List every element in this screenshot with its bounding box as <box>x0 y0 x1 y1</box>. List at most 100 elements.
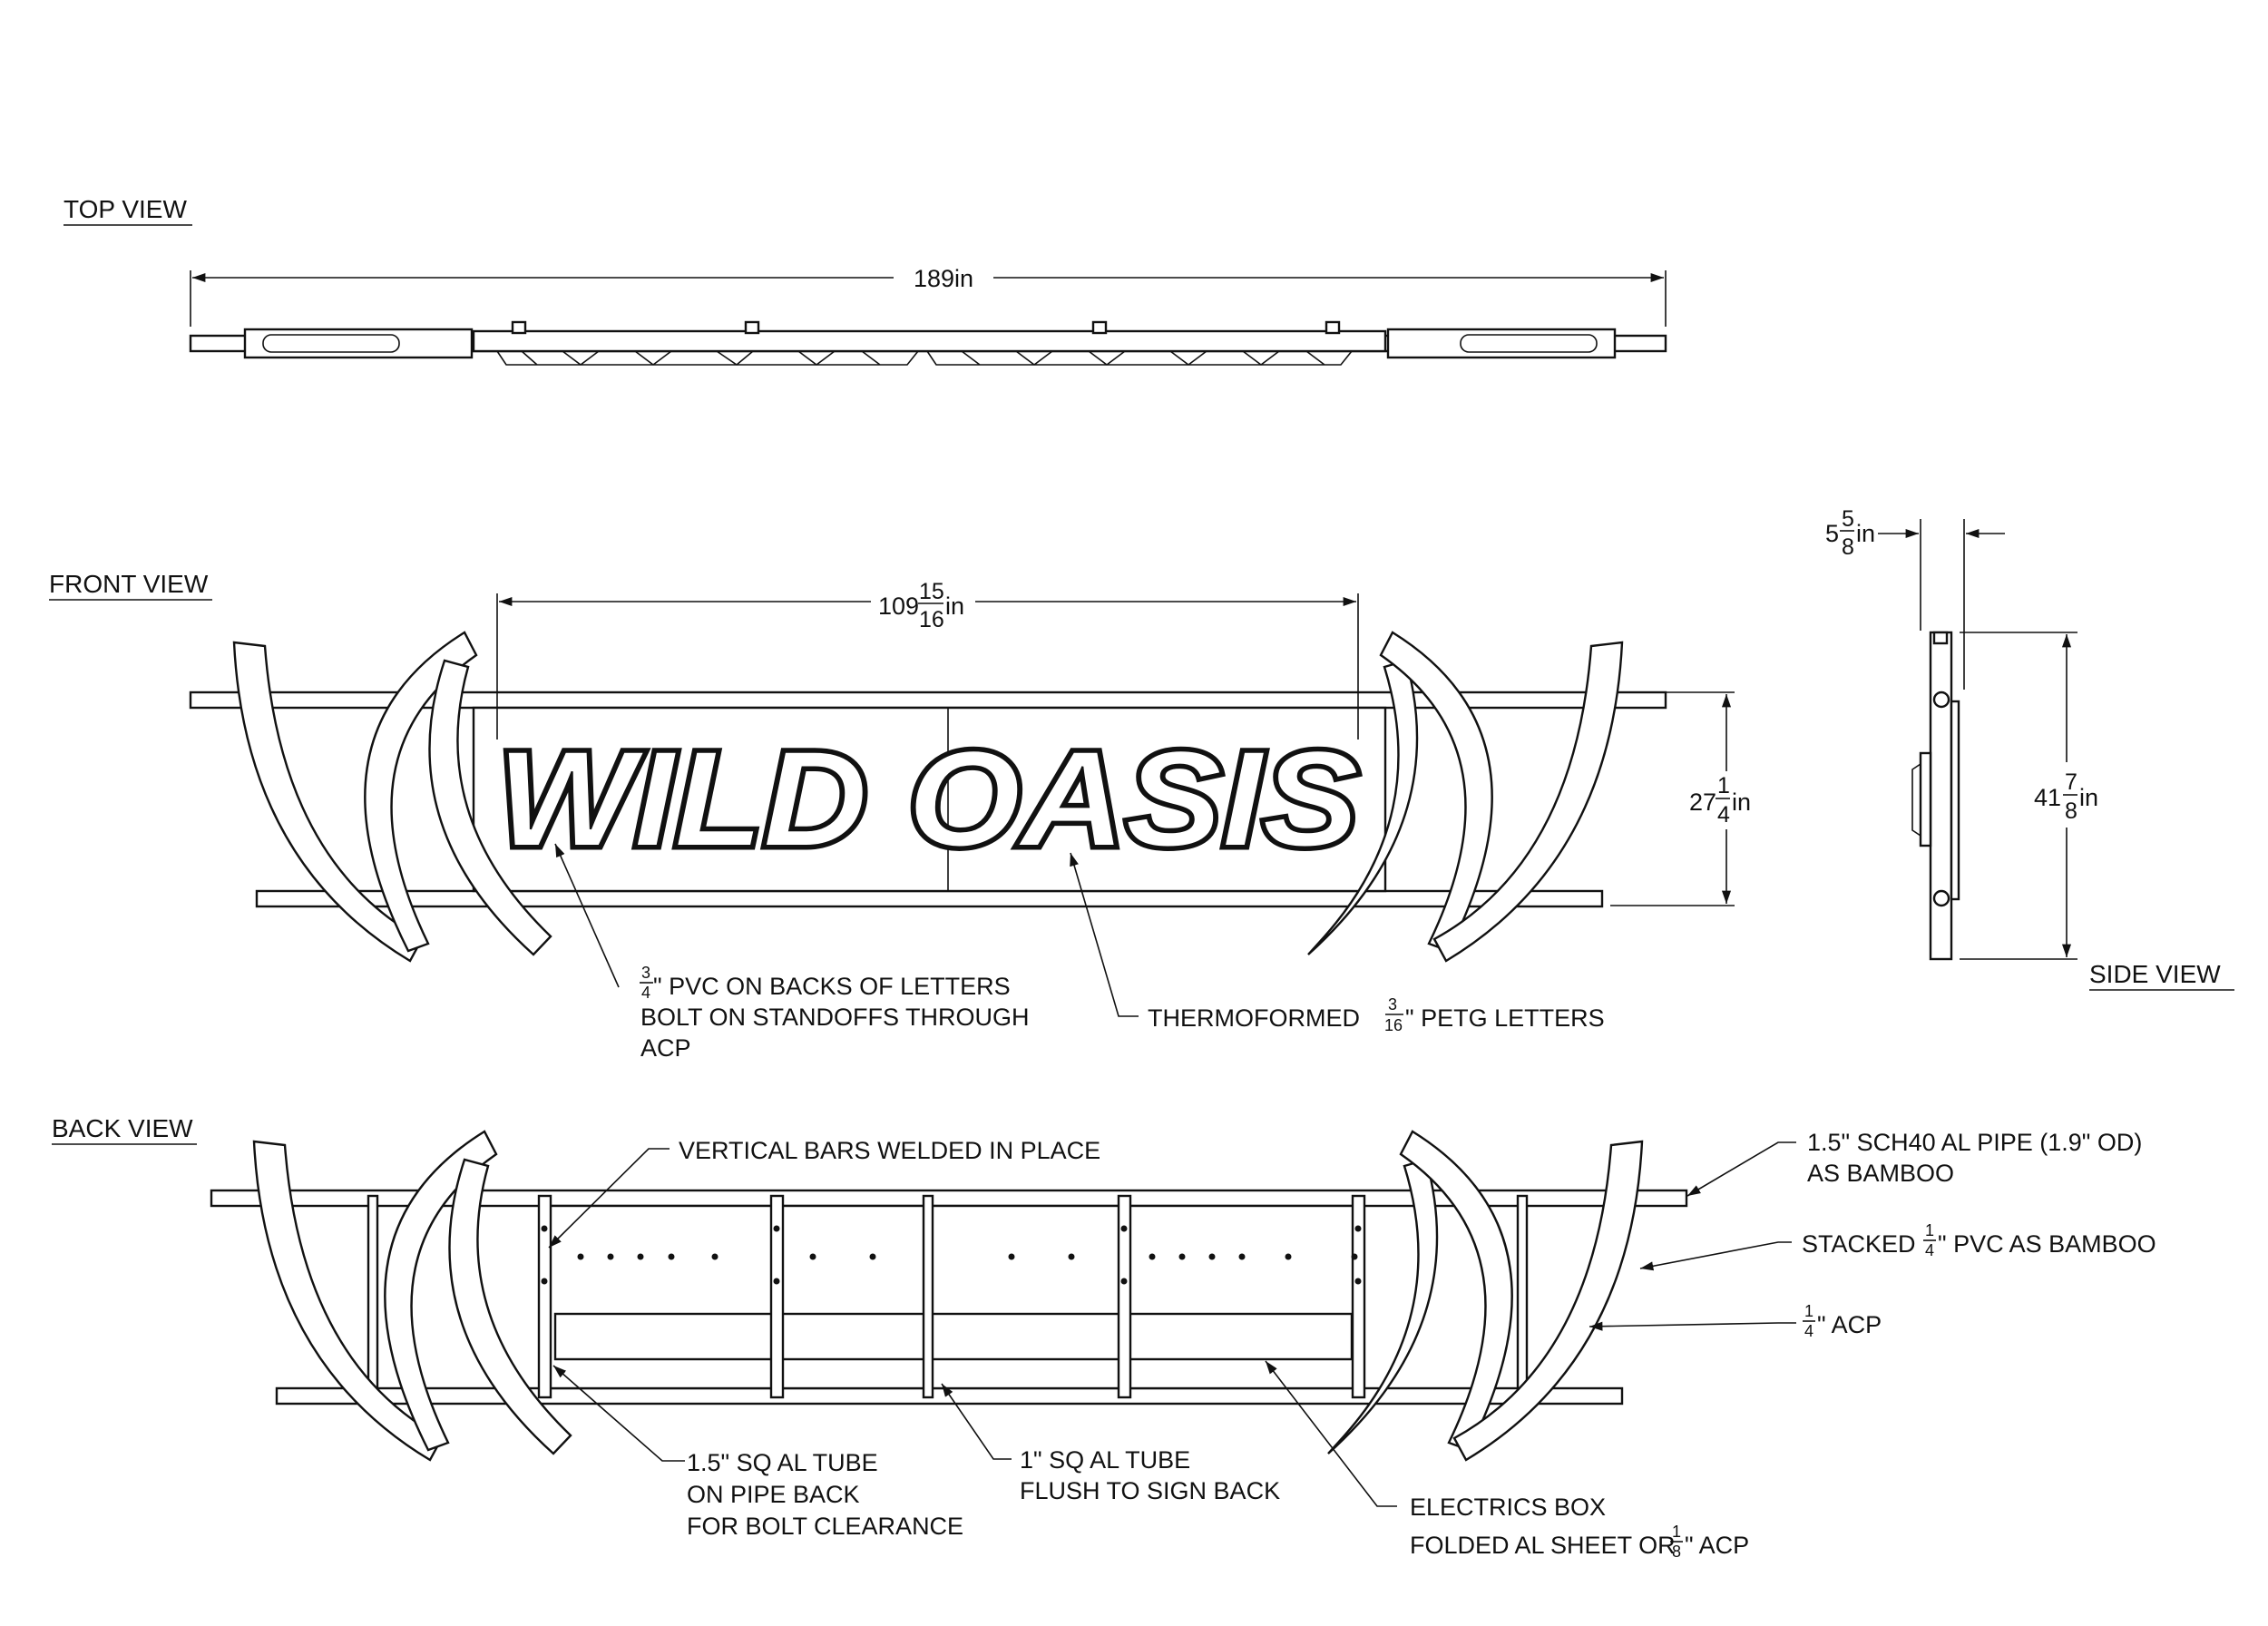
back-bar-outer-left <box>367 1194 379 1399</box>
side-letter-bevel <box>1911 763 1921 837</box>
back-acp-panel <box>543 1204 1363 1390</box>
side-pipe-top <box>1932 691 1950 709</box>
top-tab-1 <box>511 320 527 335</box>
svg-text:41: 41 <box>2034 784 2061 811</box>
top-letters-profile-left <box>496 350 919 367</box>
svg-text:1" SQ AL TUBE: 1" SQ AL TUBE <box>1020 1446 1190 1474</box>
svg-text:FLUSH TO SIGN BACK: FLUSH TO SIGN BACK <box>1020 1477 1280 1504</box>
top-view: 189in <box>189 265 1667 367</box>
front-bamboo-right-outer <box>1432 641 1624 963</box>
back-bar-outer-right <box>1516 1194 1529 1399</box>
vertical-bars-leader <box>548 1148 670 1249</box>
svg-text:" ACP: " ACP <box>1817 1311 1882 1338</box>
top-pvc-right-inner <box>1460 334 1598 353</box>
front-bamboo-left-inner <box>428 659 552 956</box>
top-view-title: TOP VIEW <box>64 195 187 223</box>
top-pvc-left <box>243 328 474 359</box>
back-view: VERTICAL BARS WELDED IN PLACE 1.5" SCH40… <box>210 1129 2156 1561</box>
top-tab-2 <box>744 320 760 335</box>
svg-text:8: 8 <box>1842 534 1854 560</box>
svg-text:1: 1 <box>1717 773 1730 798</box>
front-view: WILD OASIS WILD OASIS 109 15 16 in 27 1 … <box>189 579 1751 1062</box>
svg-text:in: in <box>945 593 964 620</box>
side-view: 5 5 8 in 41 7 8 in <box>1825 506 2098 961</box>
svg-text:4: 4 <box>641 984 650 1002</box>
front-pipe-bottom <box>255 889 1604 908</box>
side-pipe-bottom <box>1932 889 1950 907</box>
side-height-dim: 41 7 8 in <box>2034 769 2098 824</box>
top-tab-3 <box>1091 320 1108 335</box>
svg-text:4: 4 <box>1717 802 1730 828</box>
top-tab-4 <box>1325 320 1341 335</box>
back-bamboo-left-mid <box>384 1130 498 1452</box>
pipe-leader <box>1686 1141 1796 1197</box>
sq-tube-15-leader <box>552 1365 685 1462</box>
back-bar-5 <box>1351 1194 1366 1399</box>
side-frame <box>1929 631 1953 961</box>
overall-width-dim: 189in <box>914 265 973 292</box>
vertical-bars-callout: VERTICAL BARS WELDED IN PLACE <box>679 1137 1100 1164</box>
side-panel <box>1950 700 1960 901</box>
svg-text:THERMOFORMED: THERMOFORMED <box>1148 1004 1360 1032</box>
back-bar-3 <box>922 1194 934 1399</box>
svg-text:4: 4 <box>1804 1322 1813 1340</box>
side-view-title: SIDE VIEW <box>2089 960 2221 988</box>
back-bamboo-right-inner <box>1327 1158 1439 1455</box>
svg-text:in: in <box>1856 520 1875 547</box>
front-view-title: FRONT VIEW <box>49 570 209 598</box>
svg-text:FOR BOLT CLEARANCE: FOR BOLT CLEARANCE <box>687 1513 963 1540</box>
svg-text:BOLT ON STANDOFFS THROUGH: BOLT ON STANDOFFS THROUGH <box>640 1004 1030 1031</box>
front-bamboo-left-mid <box>364 631 478 953</box>
top-letters-profile-right <box>926 350 1353 366</box>
back-bamboo-right-outer <box>1452 1140 1644 1462</box>
petg-callout: THERMOFORMED 3 16 " PETG LETTERS <box>1148 995 1605 1034</box>
svg-text:27: 27 <box>1689 789 1716 816</box>
letters-width-dim: 109 15 16 in <box>878 579 964 632</box>
stacked-pvc-callout: STACKED 1 4 " PVC AS BAMBOO <box>1802 1221 2156 1259</box>
sq-tube-15-callout: 1.5" SQ AL TUBE ON PIPE BACK FOR BOLT CL… <box>687 1449 963 1540</box>
svg-text:" PETG LETTERS: " PETG LETTERS <box>1405 1004 1605 1032</box>
side-depth-dim: 5 5 8 in <box>1825 506 1875 560</box>
sign-letters-inner: WILD OASIS <box>497 722 1359 875</box>
svg-text:4: 4 <box>1925 1241 1934 1259</box>
stacked-pvc-leader <box>1639 1241 1792 1271</box>
svg-text:STACKED: STACKED <box>1802 1230 1916 1258</box>
svg-text:16: 16 <box>1384 1016 1403 1034</box>
back-view-title: BACK VIEW <box>52 1114 193 1142</box>
back-bar-1 <box>537 1194 552 1399</box>
svg-text:3: 3 <box>1388 995 1397 1014</box>
sq-tube-1-leader <box>941 1383 1012 1460</box>
svg-text:1.5" SQ AL TUBE: 1.5" SQ AL TUBE <box>687 1449 878 1476</box>
back-bamboo-left-inner <box>448 1158 572 1455</box>
acp-callout: 1 4 " ACP <box>1803 1302 1882 1340</box>
svg-text:FOLDED AL SHEET OR: FOLDED AL SHEET OR <box>1410 1532 1676 1559</box>
svg-text:8: 8 <box>1672 1543 1681 1561</box>
petg-leader <box>1070 852 1139 1017</box>
svg-text:3: 3 <box>641 964 650 982</box>
svg-text:1: 1 <box>1925 1221 1934 1239</box>
front-bamboo-right-inner <box>1307 659 1419 955</box>
electrics-box <box>553 1312 1354 1361</box>
svg-text:1.5" SCH40 AL PIPE (1.9" OD): 1.5" SCH40 AL PIPE (1.9" OD) <box>1807 1129 2142 1156</box>
side-cap-top <box>1932 631 1949 645</box>
svg-text:15: 15 <box>919 579 944 604</box>
svg-text:in: in <box>1732 789 1751 816</box>
electrics-leader <box>1265 1360 1397 1507</box>
svg-text:AS BAMBOO: AS BAMBOO <box>1807 1160 1954 1187</box>
sq-tube-1-callout: 1" SQ AL TUBE FLUSH TO SIGN BACK <box>1020 1446 1280 1504</box>
svg-text:ELECTRICS BOX: ELECTRICS BOX <box>1410 1494 1606 1521</box>
side-letter-depth <box>1919 751 1932 847</box>
svg-text:" ACP: " ACP <box>1685 1532 1749 1559</box>
front-acp-panel <box>472 706 1387 893</box>
svg-text:1: 1 <box>1672 1523 1681 1541</box>
svg-text:1: 1 <box>1804 1302 1813 1320</box>
svg-text:" PVC AS BAMBOO: " PVC AS BAMBOO <box>1938 1230 2156 1258</box>
svg-text:5: 5 <box>1825 520 1839 547</box>
standoff-bolt-dots <box>541 1225 1362 1285</box>
svg-text:109: 109 <box>878 593 919 620</box>
panel-height-dim: 27 1 4 in <box>1689 773 1751 828</box>
top-pvc-left-inner <box>262 334 400 353</box>
acp-leader <box>1589 1321 1796 1331</box>
svg-text:in: in <box>2079 784 2098 811</box>
